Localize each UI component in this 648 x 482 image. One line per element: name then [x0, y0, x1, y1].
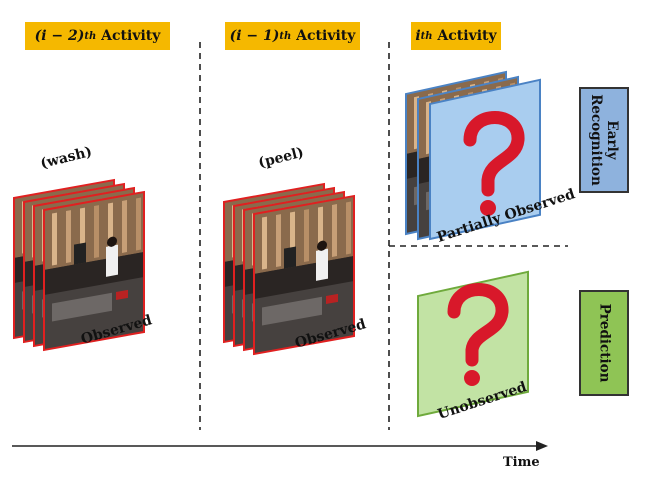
- badge-sup: th: [420, 30, 433, 42]
- early-recognition-box: Early Recognition: [579, 87, 629, 193]
- badge-index: (i − 2): [34, 28, 85, 44]
- observed-stack-wash: [13, 178, 145, 352]
- observed-stack-peel: [223, 182, 355, 356]
- activity-badge-2: (i − 1)th Activity: [225, 22, 360, 50]
- badge-word: Activity: [437, 28, 497, 44]
- time-arrowhead: [536, 441, 548, 451]
- badge-word: Activity: [296, 28, 356, 44]
- partially-observed-stack: [405, 70, 541, 241]
- badge-sup: th: [279, 30, 292, 42]
- early-recognition-label: Early Recognition: [588, 94, 621, 186]
- badge-index: i: [415, 28, 421, 44]
- time-label: Time: [503, 455, 540, 470]
- question-mark-icon: [463, 111, 525, 216]
- activity-badge-1: (i − 2)th Activity: [25, 22, 170, 50]
- unobserved-frame: [417, 270, 529, 418]
- question-mark-icon: [447, 283, 509, 386]
- prediction-box: Prediction: [579, 290, 629, 396]
- badge-word: Activity: [101, 28, 161, 44]
- badge-sup: th: [84, 30, 97, 42]
- badge-index: (i − 1): [229, 28, 280, 44]
- prediction-label: Prediction: [596, 303, 613, 383]
